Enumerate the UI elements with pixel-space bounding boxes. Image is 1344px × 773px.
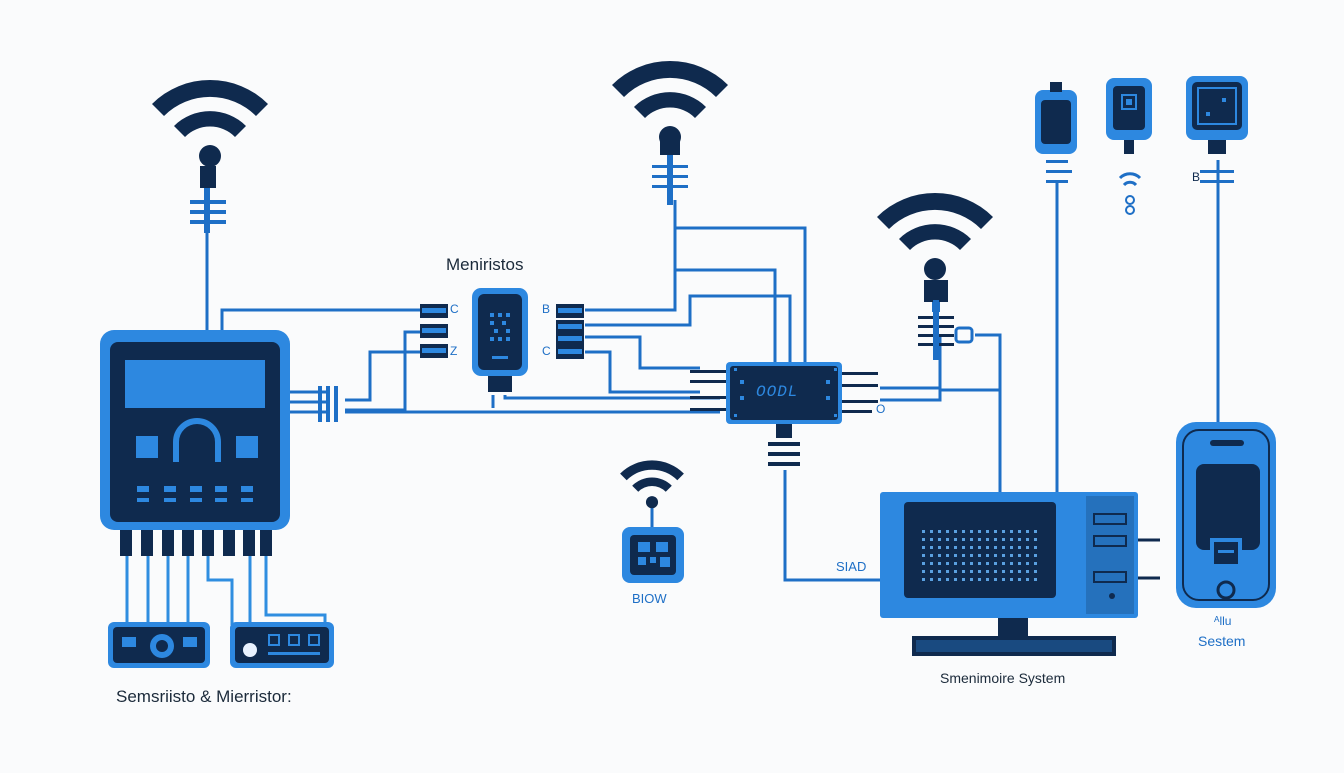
smartphone-icon [1176, 422, 1276, 608]
wifi-icon [152, 79, 268, 167]
controller-leads [690, 370, 878, 466]
wifi-icon [620, 460, 684, 509]
wire-device-mem-top [220, 308, 420, 330]
device-display [125, 360, 265, 408]
controller-pin-right: O [876, 402, 886, 416]
controller-chip-icon [726, 362, 842, 424]
antenna-connector-right [918, 280, 954, 360]
monitor-icon [880, 492, 1160, 656]
sensor-keypad-device [230, 622, 334, 668]
security-panel-device [100, 330, 338, 556]
monitor-side-label: SIAD [836, 559, 867, 574]
memristor-chip-icon [472, 288, 528, 392]
controller-display-text: OODL [756, 383, 799, 401]
sensor-device-icon [108, 622, 210, 668]
monitor-caption: Smenimoire System [940, 670, 1066, 686]
memristor-pin-right-top: B [542, 302, 551, 316]
bottom-left-caption: Semsriisto & Mierristor: [116, 687, 292, 706]
phone-caption-top: ᴬllu [1214, 614, 1232, 628]
memristor-pin-right-bottom: C [542, 344, 551, 358]
memristor-pins-left [420, 304, 448, 358]
sensor-device-icon [1106, 78, 1152, 215]
clip-icon [954, 326, 974, 344]
antenna-connector-left [190, 166, 226, 233]
lock-icon [173, 418, 221, 462]
wifi-icon [877, 192, 993, 280]
sensor-device-icon [1186, 76, 1248, 183]
sensor-device-icon [1035, 82, 1077, 183]
wifi-icon [612, 60, 728, 149]
wires [125, 160, 1220, 625]
phone-caption: Sestem [1198, 633, 1246, 649]
memristor-pin-left-top: C [450, 302, 459, 316]
qr-chip-icon [622, 527, 684, 583]
memristor-pins-right [556, 304, 584, 359]
memristor-pin-left-bottom: Z [450, 344, 458, 358]
antenna-connector-center [652, 137, 688, 205]
memristor-title: Meniristos [446, 255, 524, 274]
small-node-label: BIOW [632, 591, 667, 606]
right-pole-marker: B [1192, 170, 1201, 184]
